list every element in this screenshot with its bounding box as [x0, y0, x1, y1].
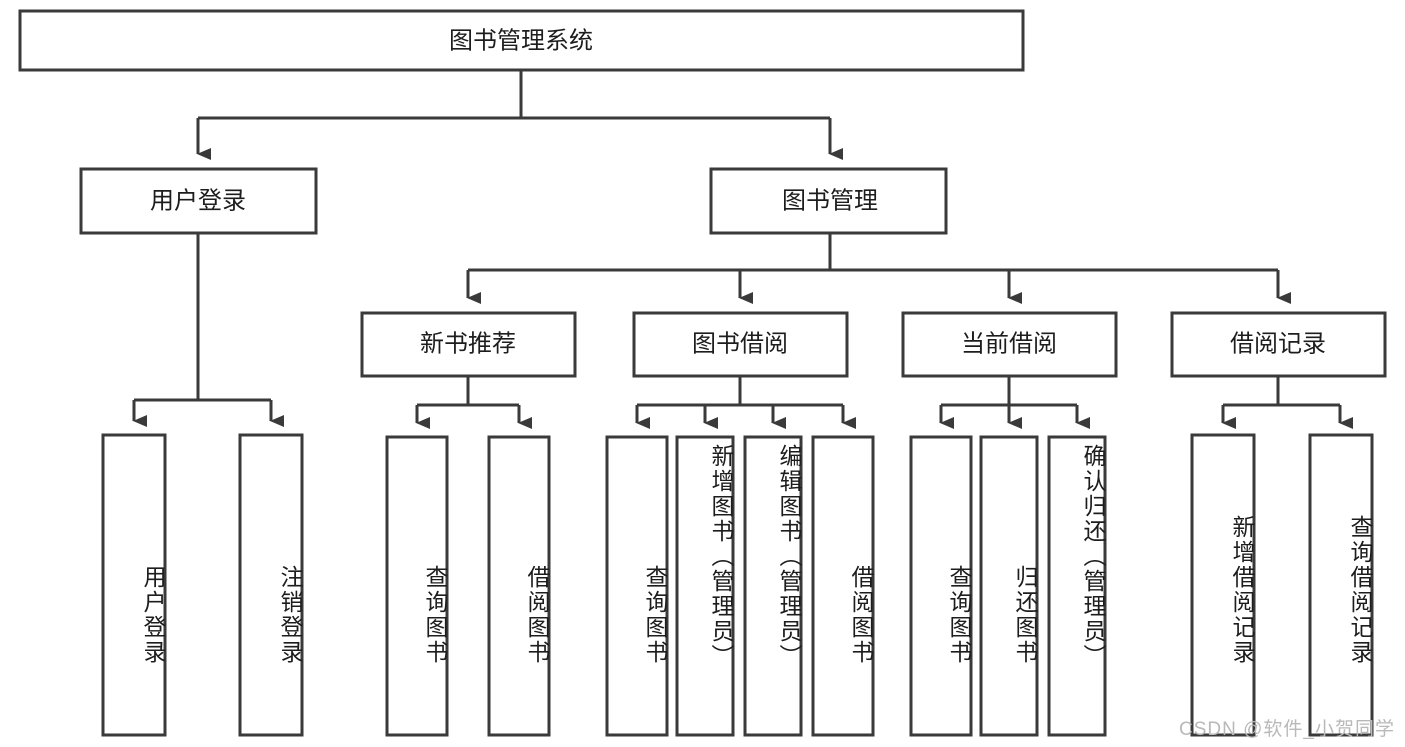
connector-current-borrow-to-leaves [939, 376, 1090, 429]
connector-borrow-record-to-leaves [1221, 376, 1353, 429]
csdn-watermark: CSDN @软件_小贺同学 [1179, 719, 1395, 740]
leaf-box-borrow-book-1[interactable] [487, 435, 551, 737]
leaf-box-query-book-2[interactable] [605, 435, 669, 737]
node-user-login[interactable]: 用户登录 [79, 167, 318, 235]
node-user-login-label: 用户登录 [150, 187, 246, 214]
connector-new-book-to-leaves [415, 376, 532, 429]
node-current-borrow-label: 当前借阅 [961, 330, 1057, 357]
node-root-book-management-system[interactable]: 图书管理系统 [18, 9, 1025, 72]
node-borrow-record[interactable]: 借阅记录 [1170, 311, 1387, 378]
leaf-box-logout[interactable] [238, 433, 304, 737]
connector-user-login-to-leaves [132, 233, 284, 427]
node-current-borrow[interactable]: 当前借阅 [901, 311, 1118, 378]
connector-book-borrow-to-leaves [635, 376, 856, 429]
node-new-book-recommend[interactable]: 新书推荐 [360, 311, 577, 378]
node-book-borrow[interactable]: 图书借阅 [632, 311, 849, 378]
leaf-box-edit-book-admin[interactable] [743, 435, 803, 737]
leaf-box-return-book[interactable] [979, 435, 1039, 737]
leaf-box-query-book-1[interactable] [385, 435, 449, 737]
leaf-box-borrow-book-2[interactable] [811, 435, 875, 737]
leaf-box-confirm-return-admin[interactable] [1047, 435, 1107, 737]
connector-book-mgmt-to-level3 [466, 233, 1291, 304]
leaf-box-query-book-3[interactable] [909, 435, 973, 737]
leaf-box-add-borrow-record[interactable] [1190, 433, 1256, 737]
node-book-management[interactable]: 图书管理 [709, 167, 948, 235]
leaf-box-query-borrow-record[interactable] [1308, 433, 1374, 737]
node-new-book-recommend-label: 新书推荐 [420, 330, 516, 357]
connector-root-to-level2 [196, 70, 843, 160]
node-book-borrow-label: 图书借阅 [692, 330, 788, 357]
node-root-label: 图书管理系统 [449, 27, 593, 54]
leaf-box-user-login[interactable] [101, 433, 167, 737]
node-book-management-label: 图书管理 [782, 187, 878, 214]
node-borrow-record-label: 借阅记录 [1230, 330, 1326, 357]
leaf-box-add-book-admin[interactable] [675, 435, 735, 737]
